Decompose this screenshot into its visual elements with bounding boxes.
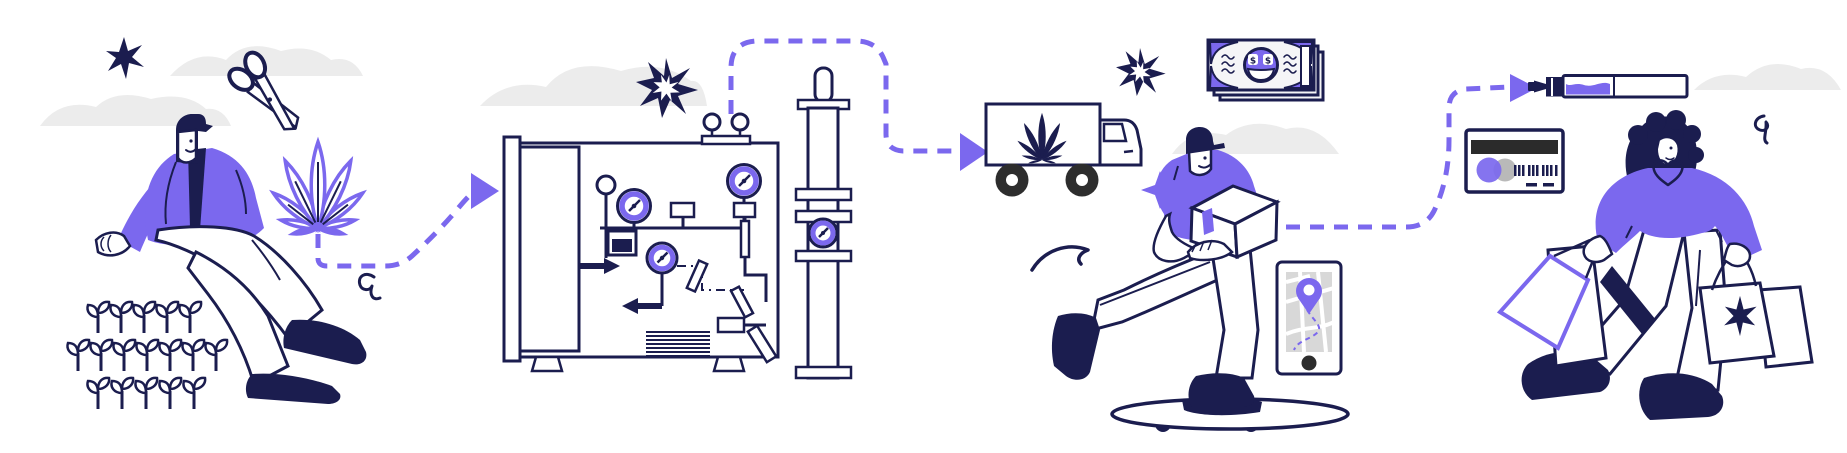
starburst-icon	[1116, 48, 1166, 96]
money-squiggles	[1221, 54, 1297, 74]
distillation-column	[794, 66, 853, 380]
money-smile	[1246, 67, 1276, 82]
package-tape	[1202, 208, 1214, 235]
shopper-sweater	[1595, 168, 1762, 262]
delivery-truck	[984, 102, 1143, 197]
shopper-hand	[1582, 234, 1614, 264]
machine-door-panel	[518, 145, 581, 353]
farmer-collar	[188, 148, 206, 230]
truck-window	[1102, 122, 1128, 143]
clouds	[40, 46, 1841, 154]
standing-leg	[1210, 246, 1260, 380]
farmer-shoe	[283, 319, 367, 365]
back-shoe	[1051, 313, 1100, 380]
valve-knob	[702, 112, 722, 132]
flow-arrow-3	[1286, 74, 1537, 230]
gauge-knob	[595, 174, 617, 196]
farmer	[94, 114, 367, 404]
farmer-shoe	[245, 373, 341, 404]
courier-hand	[1186, 240, 1234, 262]
arrowhead	[960, 133, 988, 171]
vent-grille	[646, 331, 710, 357]
map-route	[1293, 309, 1321, 351]
shopper-boot	[1521, 351, 1610, 400]
home-button	[1301, 355, 1317, 371]
heart-bow	[1652, 159, 1684, 187]
shopping-bag-icon	[1496, 253, 1591, 351]
shopper-boot	[1639, 373, 1724, 420]
arrowhead	[1510, 74, 1537, 102]
delivery-person	[1051, 127, 1350, 432]
credit-card-icon	[1464, 128, 1565, 194]
card-number-dots	[1514, 165, 1558, 187]
money-eye-symbol: $	[1250, 57, 1256, 67]
pressure-gauge-icon	[726, 163, 762, 199]
seedlings	[65, 300, 229, 411]
location-pin-icon	[1296, 278, 1322, 314]
scissors-icon	[227, 50, 300, 131]
flow-valve	[580, 258, 620, 274]
flow-valve	[622, 298, 662, 314]
phone-map	[1275, 260, 1343, 376]
money-eye-symbol: $	[1265, 57, 1271, 67]
sparkle-icon	[106, 37, 144, 79]
money-bill-icon: $ $	[1206, 38, 1325, 102]
farmer-torso	[145, 148, 264, 245]
shopper-hand	[1722, 242, 1752, 268]
flow-arrow-2	[728, 38, 988, 171]
flow-arrow-1	[315, 173, 499, 269]
arrowhead	[471, 173, 499, 209]
vape-mouthpiece	[1534, 80, 1546, 93]
card-stripe	[1471, 140, 1558, 154]
standing-shoe	[1188, 373, 1255, 407]
pressure-gauge-icon	[616, 188, 652, 224]
courier-hair-cap	[1186, 127, 1225, 154]
wave-squiggle-icon	[1030, 245, 1090, 272]
farmer-hand	[94, 231, 132, 257]
squiggle-icon	[1753, 114, 1770, 145]
valve-knob	[730, 112, 750, 132]
pressure-gauge-icon	[807, 217, 839, 249]
cannabis-leaf-icon	[269, 140, 367, 237]
machine-door	[502, 135, 522, 363]
vape-pen-icon	[1528, 74, 1689, 99]
farmer-face	[176, 128, 198, 164]
shopper	[1496, 110, 1814, 420]
pressure-gauge-icon	[645, 241, 679, 275]
extraction-machine	[502, 112, 780, 373]
raised-leg	[1090, 247, 1224, 333]
squiggle-icon	[357, 272, 382, 301]
bag-starburst-icon	[1724, 295, 1757, 337]
